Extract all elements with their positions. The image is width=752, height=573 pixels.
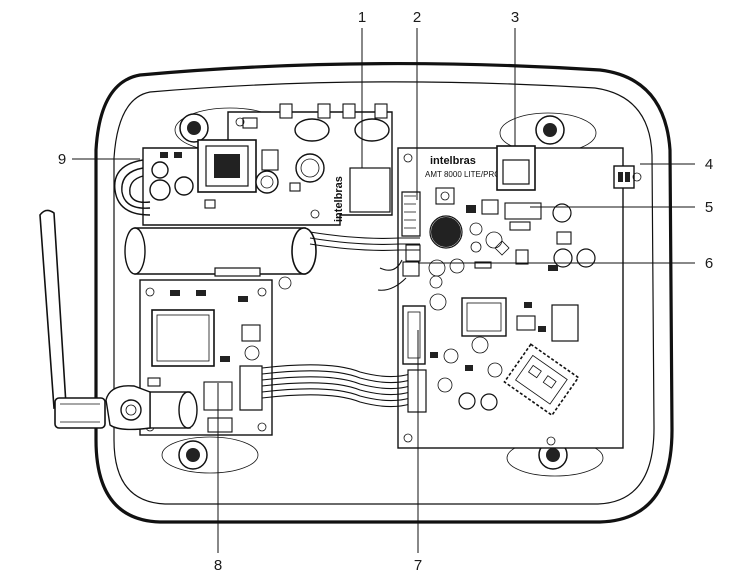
board-brand-text: intelbras bbox=[430, 155, 476, 167]
power-supply-board: intelbras bbox=[142, 103, 393, 226]
ethernet-connector bbox=[496, 145, 536, 191]
mounting-post bbox=[178, 440, 208, 470]
callout-3: 3 bbox=[511, 9, 519, 26]
callout-7: 7 bbox=[414, 557, 422, 573]
callout-4: 4 bbox=[705, 156, 713, 173]
callout-6: 6 bbox=[705, 255, 713, 272]
bracket bbox=[105, 385, 151, 431]
ribbon-cable-expansion bbox=[239, 364, 427, 413]
antenna bbox=[39, 209, 106, 429]
callout-5: 5 bbox=[705, 199, 713, 216]
board-model-text: AMT 8000 LITE/PRO bbox=[425, 170, 500, 179]
power-wire-coil bbox=[114, 159, 151, 216]
module-brand-text: intelbras bbox=[333, 176, 345, 222]
callout-2: 2 bbox=[413, 9, 421, 26]
callouts: 1 2 3 4 5 6 7 8 9 bbox=[58, 9, 713, 573]
leader-lines bbox=[72, 28, 695, 553]
callout-1: 1 bbox=[358, 9, 366, 26]
ribbon-cable-power bbox=[309, 191, 421, 291]
processor-chip bbox=[461, 297, 507, 337]
expansion-header bbox=[402, 305, 426, 365]
battery bbox=[124, 227, 317, 290]
expansion-board bbox=[139, 279, 273, 436]
wireless-module bbox=[503, 343, 580, 417]
main-board: intelbras AMT 8000 LITE/PRO bbox=[397, 145, 642, 449]
callout-9: 9 bbox=[58, 151, 66, 168]
mounting-post bbox=[535, 115, 565, 145]
terminal-connector bbox=[613, 165, 642, 189]
callout-8: 8 bbox=[214, 557, 222, 573]
mounting-post bbox=[179, 113, 209, 143]
